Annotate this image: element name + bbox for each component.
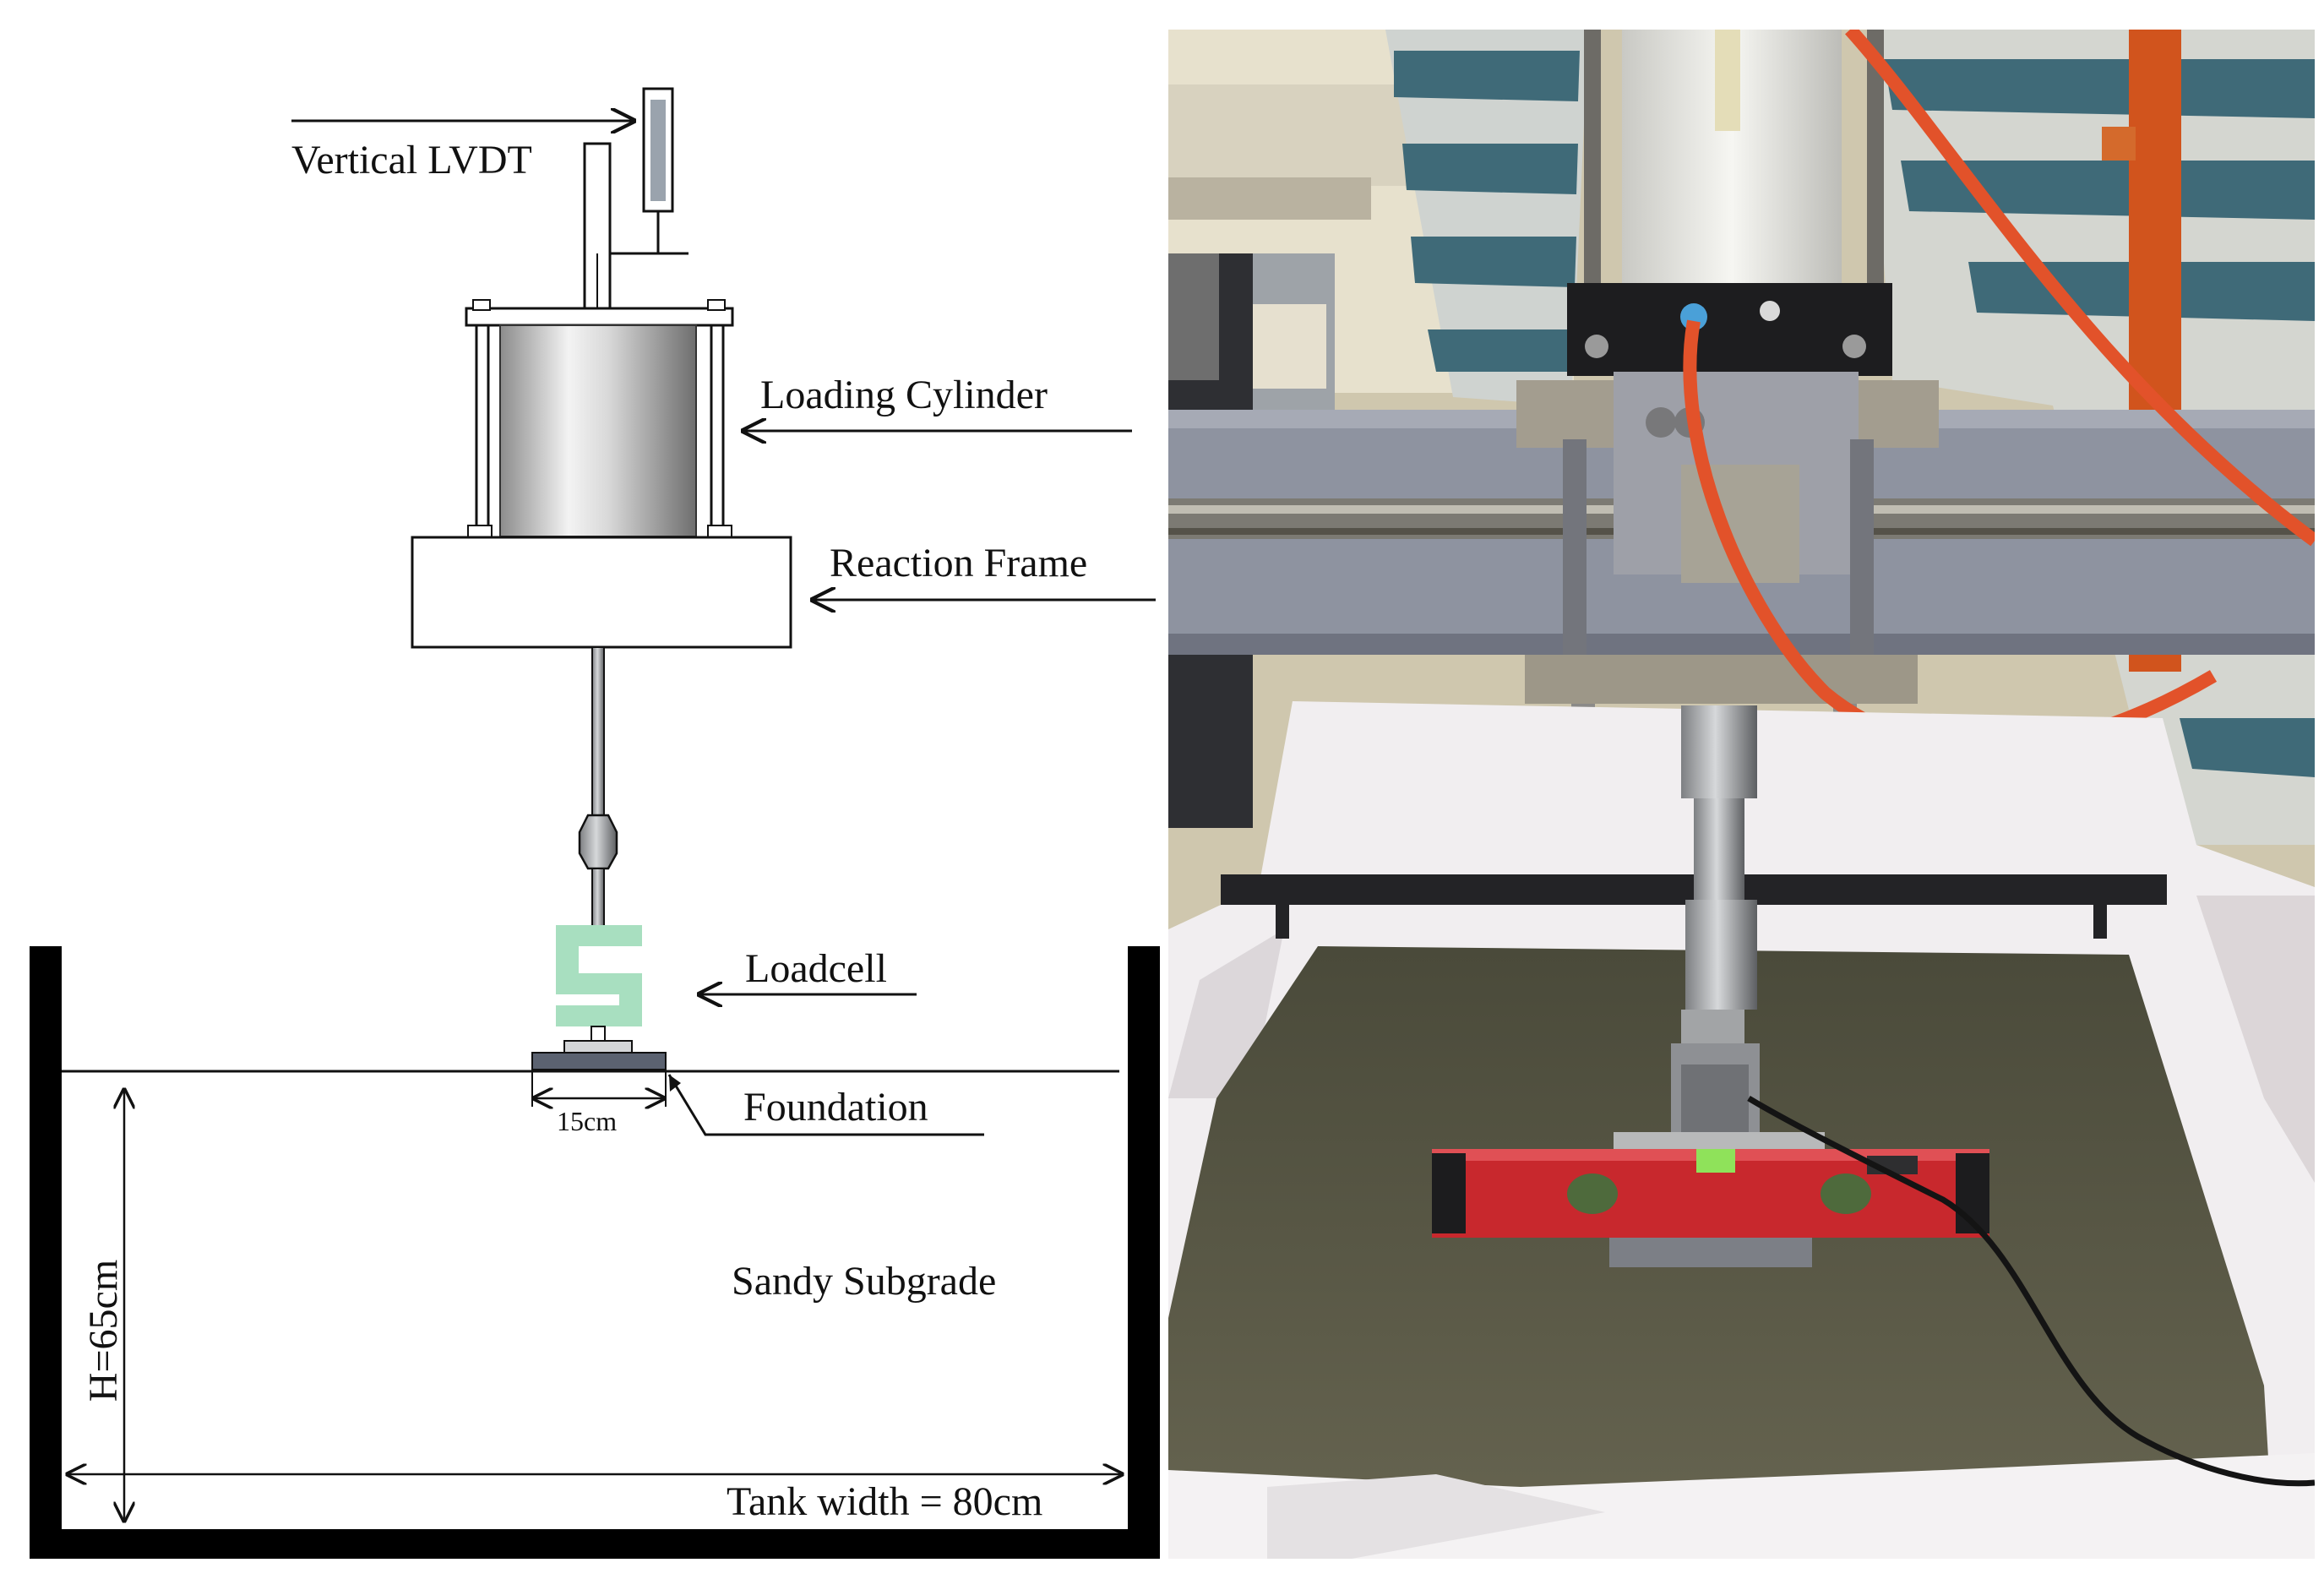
label-sandy-subgrade: Sandy Subgrade [732,1259,996,1304]
leader-foundation [667,1074,984,1136]
label-vertical-lvdt: Vertical LVDT [291,138,532,182]
tank [30,946,1160,1559]
label-tank-width: Tank width = 80cm [727,1479,1042,1524]
lvdt-assembly [291,87,688,270]
schematic-panel: Vertical LVDT Loading Cylinder Reaction … [30,87,1160,1559]
loading-rod [591,646,605,830]
photo-panel [1168,30,2315,1559]
loadcell-s-shape [556,925,642,1026]
label-loadcell: Loadcell [745,946,887,991]
reaction-frame [411,536,792,649]
loading-cylinder [465,299,734,538]
photo-foundation-plate [1609,1238,1812,1267]
photo-cylinder-mount [1567,283,1892,376]
tank-wall-right [1128,946,1160,1559]
cylinder-body [499,324,697,537]
label-foundation-width: 15cm [557,1106,617,1136]
tie-rod-left [475,324,490,528]
foundation-plate [531,1052,667,1070]
label-reaction-frame: Reaction Frame [830,541,1087,585]
photo-bracket-lower [1525,655,1918,704]
label-height: H=65cm [81,1260,126,1402]
background-tarp-left [1385,30,1588,406]
label-loading-cylinder: Loading Cylinder [760,373,1048,417]
rod-coupling [578,814,618,870]
loadcell [556,925,642,1054]
photo-spirit-level [1432,1132,1989,1238]
cylinder-top-plate [465,307,734,327]
tank-wall-left [30,946,62,1559]
tank-floor [30,1529,1160,1559]
label-foundation: Foundation [743,1085,928,1130]
photo-cable [1747,1095,2315,1487]
tie-rod-right [710,324,725,528]
